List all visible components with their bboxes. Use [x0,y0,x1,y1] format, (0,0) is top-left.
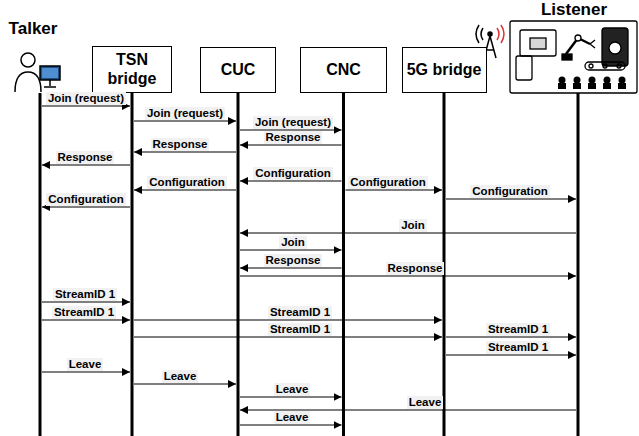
participant-box: TSN bridge [92,46,172,93]
participant-name: Listener [541,0,607,20]
message-label: Response [386,262,445,275]
message-arrow [134,383,236,384]
message-label: Leave [67,358,104,371]
participant-box: CNC [300,47,387,93]
message-label: Join [279,236,307,249]
lifelines [40,93,578,436]
lifeline [131,93,134,436]
message-arrow [42,301,130,302]
message-label: Join (request) [46,92,126,105]
message-arrow [240,424,342,425]
message-label: Join [399,219,427,232]
message-label: Leave [274,383,311,396]
message-arrow [134,336,442,337]
message-label: Join (request) [253,116,333,129]
message-label: Leave [407,396,444,409]
participant-box: CUC [200,47,276,93]
message-arrow [134,319,442,320]
message-label: Configuration [470,185,549,198]
message-label: StreamID 1 [268,323,332,336]
message-arrow [240,267,342,268]
message-arrow [446,198,576,199]
participant-label: Listener [540,0,609,21]
message-label: StreamID 1 [53,288,117,301]
message-arrow [42,371,130,372]
participant-name: TSN bridge [93,51,171,88]
participant-label: Talker [2,16,64,42]
participant-name: Talker [9,19,58,39]
message-arrow [240,180,342,181]
lifeline [237,93,240,436]
message-arrow [346,189,443,190]
message-label: StreamID 1 [486,341,550,354]
message-label: Configuration [147,176,226,189]
message-label: Response [56,151,115,164]
message-arrow [240,396,342,397]
message-label: Configuration [348,176,427,189]
message-label: Response [264,131,323,144]
lifeline [577,93,580,436]
listener-illustration [510,21,637,93]
message-label: Leave [162,370,199,383]
message-arrow [446,336,576,337]
message-arrow [42,206,130,207]
lifeline [39,93,42,436]
participant-name: CNC [326,61,361,79]
message-label: StreamID 1 [486,323,550,336]
message-label: Join (request) [145,107,225,120]
message-arrow [240,275,576,276]
participant-box: 5G bridge [402,47,487,93]
message-arrow [134,120,236,121]
message-label: StreamID 1 [268,306,332,319]
message-label: Response [264,254,323,267]
message-label: Configuration [253,167,332,180]
message-label: Leave [274,411,311,424]
message-arrow [240,232,576,233]
message-arrow [134,189,236,190]
participant-name: 5G bridge [407,61,482,79]
message-arrow [42,319,130,320]
message-label: Response [151,138,210,151]
message-arrow [240,144,342,145]
message-label: StreamID 1 [52,306,116,319]
participant-name: CUC [221,61,256,79]
message-arrow [446,354,576,355]
message-label: Configuration [46,193,125,206]
message-arrow [42,164,130,165]
lifeline [342,93,345,436]
message-arrow [134,151,236,152]
message-arrow [42,105,130,106]
talker-icon [15,53,60,92]
message-arrow [240,249,342,250]
